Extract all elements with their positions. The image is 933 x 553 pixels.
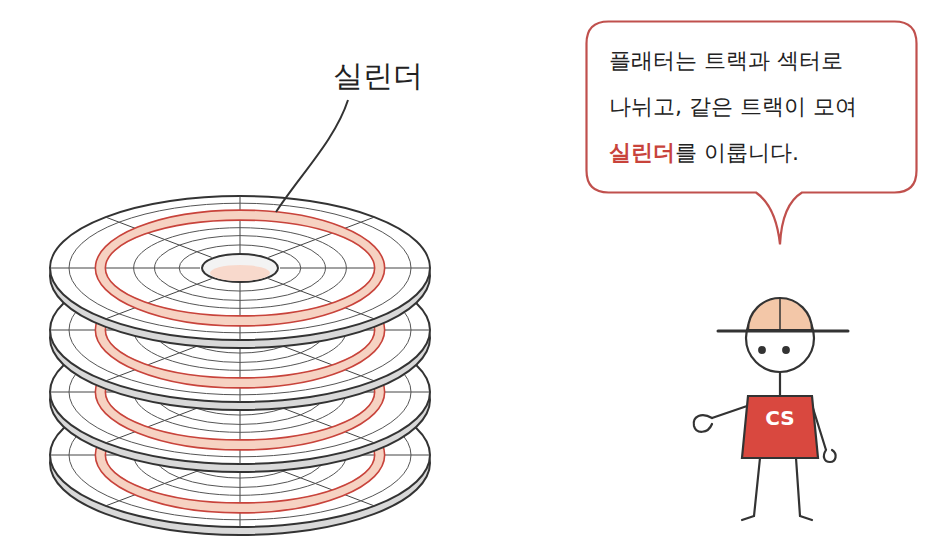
bubble-shape xyxy=(587,22,917,245)
bubble-text: 플래터는 트랙과 섹터로 나뉘고, 같은 트랙이 모여 실린더를 이룹니다. xyxy=(609,38,896,176)
shirt-logo: CS xyxy=(765,406,794,430)
part-label: 실린더 xyxy=(333,56,423,97)
character xyxy=(694,298,848,520)
platter xyxy=(50,196,430,348)
speech-bubble: 플래터는 트랙과 섹터로 나뉘고, 같은 트랙이 모여 실린더를 이룹니다. xyxy=(585,20,918,250)
platter-stack xyxy=(50,196,430,535)
leader-line xyxy=(276,100,348,212)
